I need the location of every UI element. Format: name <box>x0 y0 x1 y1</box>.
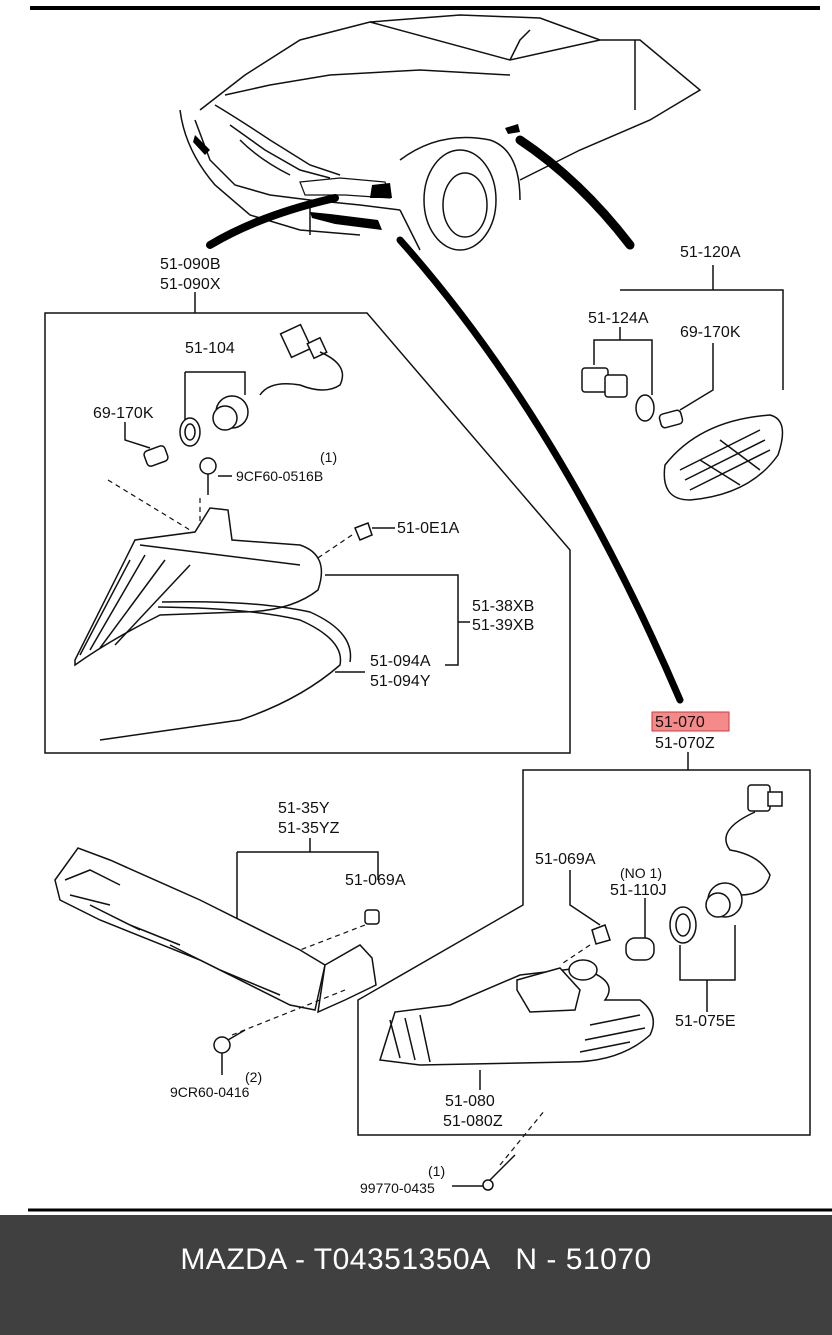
parts-diagram: 51-090B 51-090X 51-120A 51-124A 69-170K … <box>28 6 832 1212</box>
harness-51-075E <box>669 784 783 1012</box>
label-51-110J: 51-110J <box>610 882 667 899</box>
box-corner-lamp <box>44 312 571 754</box>
label-69-170K-left: 69-170K <box>93 405 154 422</box>
label-51-069A-left: 51-069A <box>345 872 406 889</box>
label-51-35Y: 51-35Y <box>278 800 330 817</box>
label-51-094A: 51-094A <box>370 653 431 670</box>
bulb-69-170K-left <box>124 422 169 467</box>
corner-lamp-lens <box>74 507 352 741</box>
clip-51-069A-right <box>559 870 611 966</box>
turn-lamp-51-080 <box>379 959 655 1090</box>
label-51-0E1A: 51-0E1A <box>397 520 460 537</box>
label-9CR60-0416: 9CR60-0416 <box>170 1084 250 1100</box>
screw-99770-0435 <box>452 1109 546 1191</box>
footer-part-number: MAZDA - T04351350A N - 51070 <box>180 1243 652 1276</box>
bulb-51-110J <box>625 898 655 961</box>
label-51-090X: 51-090X <box>160 276 221 293</box>
label-51-39XB: 51-39XB <box>472 617 534 634</box>
box-turn-lamp <box>357 769 811 1136</box>
label-51-080: 51-080 <box>445 1093 495 1110</box>
label-51-38XB: 51-38XB <box>472 598 534 615</box>
leader-to-turn-lamp <box>396 236 684 704</box>
label-51-090B: 51-090B <box>160 256 221 273</box>
screw-9CR60-0416 <box>213 989 346 1075</box>
label-51-070: 51-070 <box>655 714 705 731</box>
highlight-51-070 <box>651 711 730 732</box>
label-no-1: (NO 1) <box>620 865 662 881</box>
label-51-35YZ: 51-35YZ <box>278 820 340 837</box>
leader-to-side-marker <box>515 135 635 250</box>
clip-51-0E1A <box>299 522 395 571</box>
label-qty-1-a: (1) <box>320 449 337 465</box>
label-51-094Y: 51-094Y <box>370 673 431 690</box>
label-9CF60-0516B: 9CF60-0516B <box>236 468 323 484</box>
label-51-070Z: 51-070Z <box>655 735 715 752</box>
leader-to-front-lamp <box>206 194 339 249</box>
bulb-socket-51-104 <box>179 323 344 447</box>
label-69-170K-right: 69-170K <box>680 324 741 341</box>
side-marker-51-120A <box>581 265 784 501</box>
label-99770-0435: 99770-0435 <box>360 1180 435 1196</box>
label-51-080Z: 51-080Z <box>443 1113 503 1130</box>
label-51-120A: 51-120A <box>680 244 741 261</box>
label-51-069A-right: 51-069A <box>535 851 596 868</box>
screw-9CF60-0516B <box>199 457 232 495</box>
label-qty-2: (2) <box>245 1069 262 1085</box>
car-illustration <box>179 14 702 251</box>
park-lamp-51-35Y <box>54 838 380 1014</box>
label-51-124A: 51-124A <box>588 310 649 327</box>
label-qty-1-b: (1) <box>428 1163 445 1179</box>
label-51-075E: 51-075E <box>675 1013 736 1030</box>
label-51-104: 51-104 <box>185 340 235 357</box>
footer-bar: MAZDA - T04351350A N - 51070 <box>0 1215 832 1335</box>
